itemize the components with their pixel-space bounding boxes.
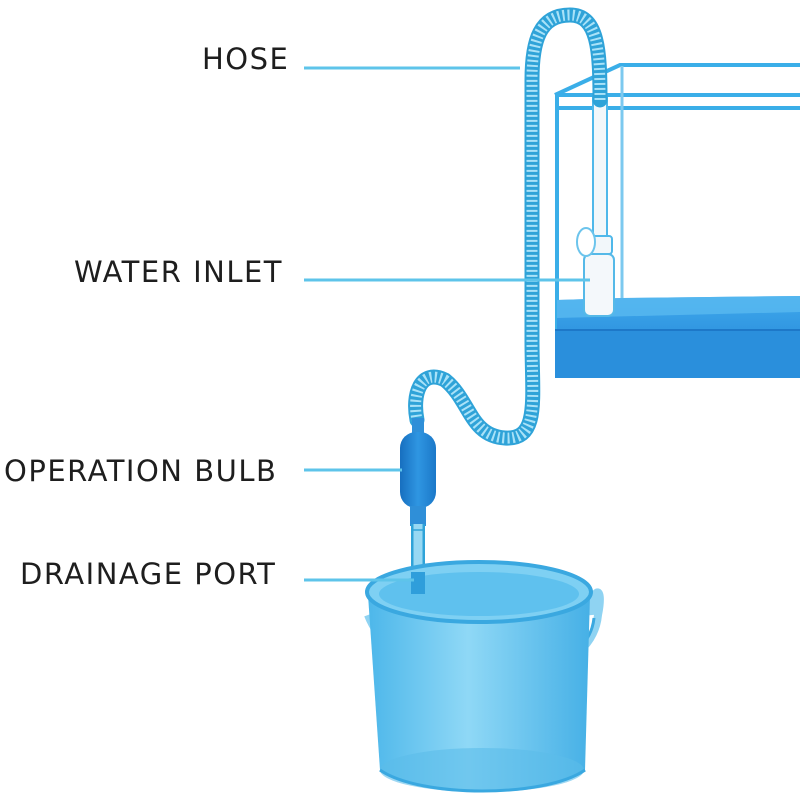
leader-lines (304, 66, 590, 582)
hose-label: HOSE (202, 42, 290, 76)
aquarium-tank (554, 63, 800, 378)
bucket (364, 560, 604, 793)
ribbed-hose (408, 7, 608, 446)
operation-bulb-label: OPERATION BULB (4, 454, 278, 488)
drainage-port-label: DRAINAGE PORT (20, 557, 277, 591)
inlet-tube (576, 97, 615, 317)
water-inlet-label: WATER INLET (74, 255, 284, 289)
